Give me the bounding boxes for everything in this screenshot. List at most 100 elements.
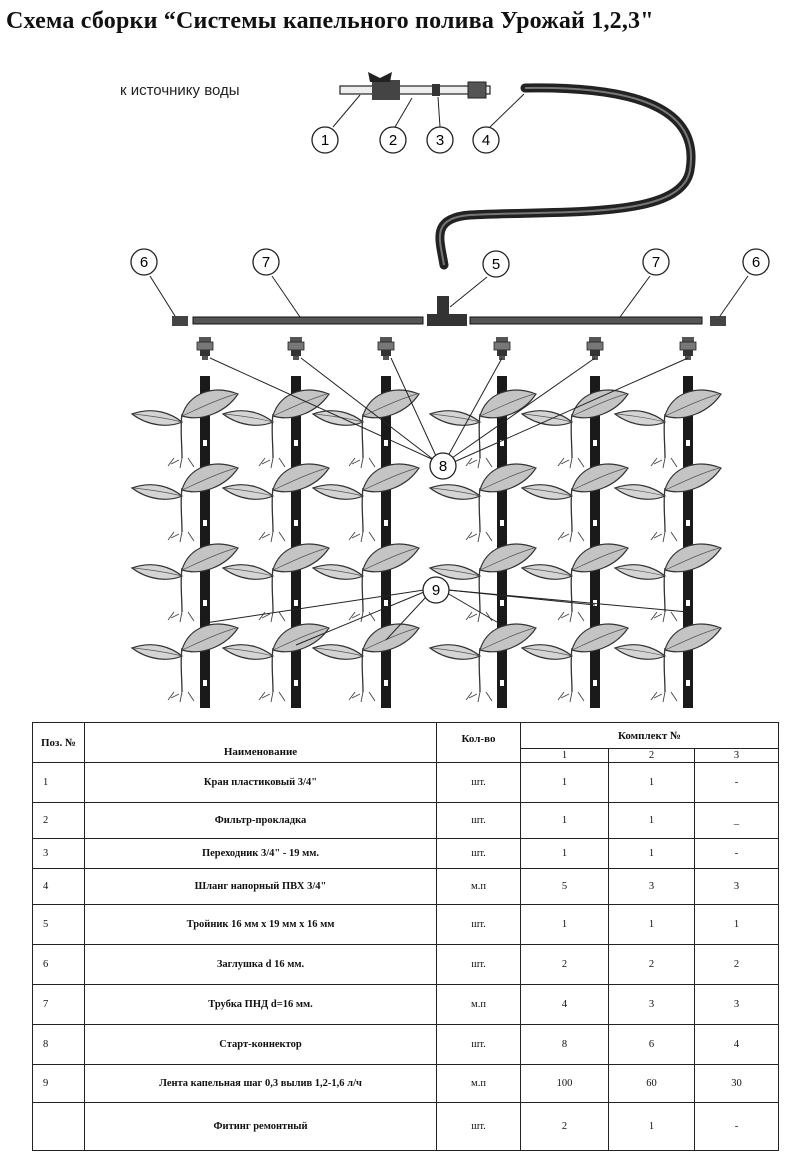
row-kit-1: 1: [520, 802, 609, 839]
svg-text:8: 8: [439, 458, 447, 475]
drip-tapes: [200, 376, 693, 708]
row-name: Кран пластиковый 3/4": [84, 762, 437, 803]
row-unit: м.п: [436, 984, 521, 1025]
assembly-diagram: к источнику воды: [120, 72, 770, 708]
row-pos: 1: [32, 762, 85, 803]
row-kit-2: 1: [608, 838, 695, 869]
row-kit-1: 4: [520, 984, 609, 1025]
row-unit: м.п: [436, 868, 521, 905]
svg-text:7: 7: [652, 254, 660, 271]
row-kit-1: 8: [520, 1024, 609, 1065]
svg-text:3: 3: [436, 132, 444, 149]
callout-7-left: 7: [252, 248, 280, 276]
row-kit-2: 1: [608, 762, 695, 803]
row-kit-1: 1: [520, 838, 609, 869]
row-pos: [32, 1102, 85, 1151]
row-unit: шт.: [436, 802, 521, 839]
row-pos: 9: [32, 1064, 85, 1103]
svg-text:7: 7: [262, 254, 270, 271]
row-kit-2: 1: [608, 1102, 695, 1151]
row-kit-3: 30: [693, 1064, 780, 1103]
row-unit: шт.: [436, 1024, 521, 1065]
row-pos: 4: [32, 868, 85, 905]
row-kit-3: 1: [693, 904, 780, 945]
callout-9: 9: [422, 576, 450, 604]
row-kit-2: 3: [608, 984, 695, 1025]
row-kit-1: 2: [520, 944, 609, 985]
row-name: Трубка ПНД d=16 мм.: [84, 984, 437, 1025]
row-kit-1: 2: [520, 1102, 609, 1151]
header-qty: Кол-во: [436, 722, 521, 763]
row-kit-1: 1: [520, 904, 609, 945]
row-unit: шт.: [436, 762, 521, 803]
row-name: Фильтр-прокладка: [84, 802, 437, 839]
row-kit-1: 5: [520, 868, 609, 905]
row-pos: 5: [32, 904, 85, 945]
callout-1: 1: [311, 126, 339, 154]
row-pos: 7: [32, 984, 85, 1025]
specification-table: Поз. № Наименование Кол-во Комплект № 1 …: [32, 722, 780, 1151]
callout-6-right: 6: [742, 248, 770, 276]
row-kit-3: 4: [693, 1024, 780, 1065]
row-pos: 8: [32, 1024, 85, 1065]
callout-5: 5: [482, 250, 510, 278]
row-kit-2: 1: [608, 904, 695, 945]
svg-text:6: 6: [140, 254, 148, 271]
row-name: Шланг напорный ПВХ 3/4": [84, 868, 437, 905]
main-pipe: [172, 296, 726, 326]
svg-text:5: 5: [492, 256, 500, 273]
row-kit-3: _: [693, 802, 780, 839]
callout-4: 4: [472, 126, 500, 154]
svg-text:2: 2: [389, 132, 397, 149]
row-name: Фитинг ремонтный: [84, 1102, 437, 1151]
table-header-row: Поз. № Наименование Кол-во Комплект №: [32, 722, 780, 763]
svg-text:4: 4: [482, 132, 490, 149]
row-kit-3: -: [693, 762, 780, 803]
row-kit-2: 3: [608, 868, 695, 905]
header-name: Наименование: [84, 722, 437, 763]
row-name: Переходник 3/4" - 19 мм.: [84, 838, 437, 869]
page-title: Схема сборки “Системы капельного полива …: [6, 8, 654, 34]
header-pos: Поз. №: [32, 722, 85, 763]
header-kit-1: 1: [520, 748, 609, 763]
row-kit-2: 1: [608, 802, 695, 839]
row-name: Лента капельная шаг 0,3 вылив 1,2-1,6 л/…: [84, 1064, 437, 1103]
row-kit-3: 3: [693, 868, 780, 905]
row-kit-3: 2: [693, 944, 780, 985]
row-kit-3: -: [693, 1102, 780, 1151]
valve-assembly: [339, 72, 491, 100]
header-kit-2: 2: [608, 748, 695, 763]
row-pos: 3: [32, 838, 85, 869]
row-kit-1: 100: [520, 1064, 609, 1103]
callout-7-right: 7: [642, 248, 670, 276]
row-unit: шт.: [436, 1102, 521, 1151]
svg-text:9: 9: [432, 582, 440, 599]
plants: [131, 389, 722, 703]
callout-6-left: 6: [130, 248, 158, 276]
row-unit: шт.: [436, 838, 521, 869]
header-kit: Комплект №: [519, 722, 780, 749]
leader-lines: [149, 93, 749, 646]
svg-text:6: 6: [752, 254, 760, 271]
row-unit: м.п: [436, 1064, 521, 1103]
row-unit: шт.: [436, 944, 521, 985]
row-kit-2: 2: [608, 944, 695, 985]
callout-8: 8: [429, 452, 457, 480]
header-kit-3: 3: [693, 748, 780, 763]
row-name: Старт-коннектор: [84, 1024, 437, 1065]
row-kit-2: 60: [608, 1064, 695, 1103]
row-kit-2: 6: [608, 1024, 695, 1065]
callouts: 1 2 3 4 5 6 7 7 6 8 9: [130, 126, 770, 604]
pressure-hose: [435, 83, 696, 270]
water-source-label: к источнику воды: [120, 82, 240, 99]
